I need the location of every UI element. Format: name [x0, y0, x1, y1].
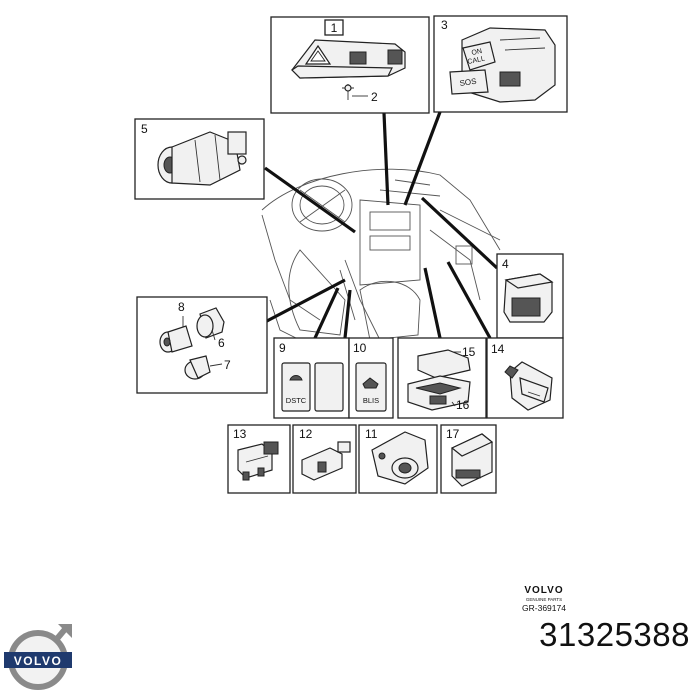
callout-label-2: 2: [371, 90, 378, 104]
callout-label-15: 15: [462, 345, 476, 359]
leader-lines: [264, 111, 499, 339]
callout-label-17: 17: [446, 427, 460, 441]
dstc-car-icon: [289, 375, 303, 381]
callout-label-3: 3: [441, 18, 448, 32]
callout-box-9: 9 DSTC: [273, 337, 350, 419]
figure-code: GR-369174: [522, 603, 566, 613]
sos-label: SOS: [459, 77, 477, 88]
callout-label-7: 7: [224, 358, 231, 372]
dstc-label: DSTC: [286, 396, 307, 405]
car-interior-sketch: [261, 168, 501, 341]
blis-label: BLIS: [363, 396, 379, 405]
callout-box-8: 8 6 7: [136, 296, 268, 394]
watermark-sub: GENUINE PARTS: [526, 597, 562, 602]
callout-label-13: 13: [233, 427, 247, 441]
callout-label-9: 9: [279, 341, 286, 355]
blis-car-icon: [362, 377, 379, 389]
callout-box-11: 11: [358, 424, 438, 494]
callout-box-4: 4: [496, 253, 564, 339]
callout-box-5: 5: [134, 118, 265, 200]
callout-label-16: 16: [456, 398, 470, 412]
callout-box-15: 15 16: [397, 337, 487, 419]
callout-label-11: 11: [365, 427, 378, 441]
part-number: 31325388: [539, 616, 690, 653]
callout-box-13: 13: [227, 424, 291, 494]
on-call-label-bottom: CALL: [467, 55, 486, 66]
volvo-logo: VOLVO: [4, 624, 72, 690]
callout-box-3: 3 ON CALL SOS: [433, 15, 568, 113]
callout-label-6: 6: [218, 336, 225, 350]
watermark-brand: VOLVO: [524, 585, 563, 596]
callout-label-4: 4: [502, 257, 509, 271]
logo-text: VOLVO: [14, 654, 63, 668]
callout-box-12: 12: [292, 424, 357, 494]
callout-label-12: 12: [299, 427, 313, 441]
callout-label-14: 14: [491, 342, 505, 356]
callout-label-8: 8: [178, 300, 185, 314]
genuine-parts-watermark: VOLVO GENUINE PARTS GR-369174: [522, 585, 566, 613]
callout-label-5: 5: [141, 122, 148, 136]
callout-label-10: 10: [353, 341, 367, 355]
callout-label-1: 1: [331, 21, 338, 35]
callout-box-1: 1 2: [270, 16, 430, 114]
callout-box-17: 17: [440, 424, 497, 494]
callout-box-10: 10 BLIS: [348, 337, 394, 419]
on-call-label-top: ON: [471, 48, 483, 57]
callout-box-14: 14: [486, 337, 564, 419]
